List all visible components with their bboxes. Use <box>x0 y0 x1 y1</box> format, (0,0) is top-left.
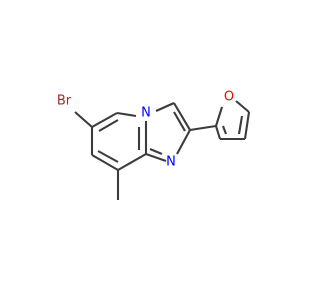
bond-furan-c3-c2-inner <box>222 125 227 135</box>
molecule-drawing: Br N N O <box>57 90 251 200</box>
bond-furan-o-c5 <box>235 100 250 113</box>
bond-n-bridge-c3 <box>155 102 175 112</box>
bond-c8-c7-inner <box>97 150 119 163</box>
bond-c5-c6-inner <box>98 119 119 132</box>
bond-c3-c2 <box>173 102 191 131</box>
bond-c5-c6 <box>91 112 118 128</box>
bond-furan-c3-c2 <box>214 125 222 140</box>
bond-c5-br <box>74 111 93 128</box>
bond-c8-c7 <box>91 154 119 171</box>
bond-furan-c5-c4-inner <box>237 115 244 135</box>
imine-nitrogen-label: N <box>166 155 176 170</box>
bond-c6-n-bridge <box>116 111 137 118</box>
bond-c3-c2-inner <box>173 111 186 132</box>
bond-c2-n-imine <box>176 129 191 155</box>
bond-furan-c2-o <box>214 106 224 127</box>
furan-oxygen-label: O <box>224 90 234 105</box>
bond-n-imine-c8a-inner <box>149 148 163 155</box>
bond-c8a-c8 <box>117 153 147 171</box>
bromine-label: Br <box>57 94 72 109</box>
structure-canvas: Br N N O <box>56 89 251 200</box>
bond-n-imine-c8a <box>145 153 167 162</box>
bridge-nitrogen-label: N <box>141 106 151 121</box>
bond-c2-furan <box>189 124 217 132</box>
bond-furan-c5-c4 <box>243 111 251 140</box>
